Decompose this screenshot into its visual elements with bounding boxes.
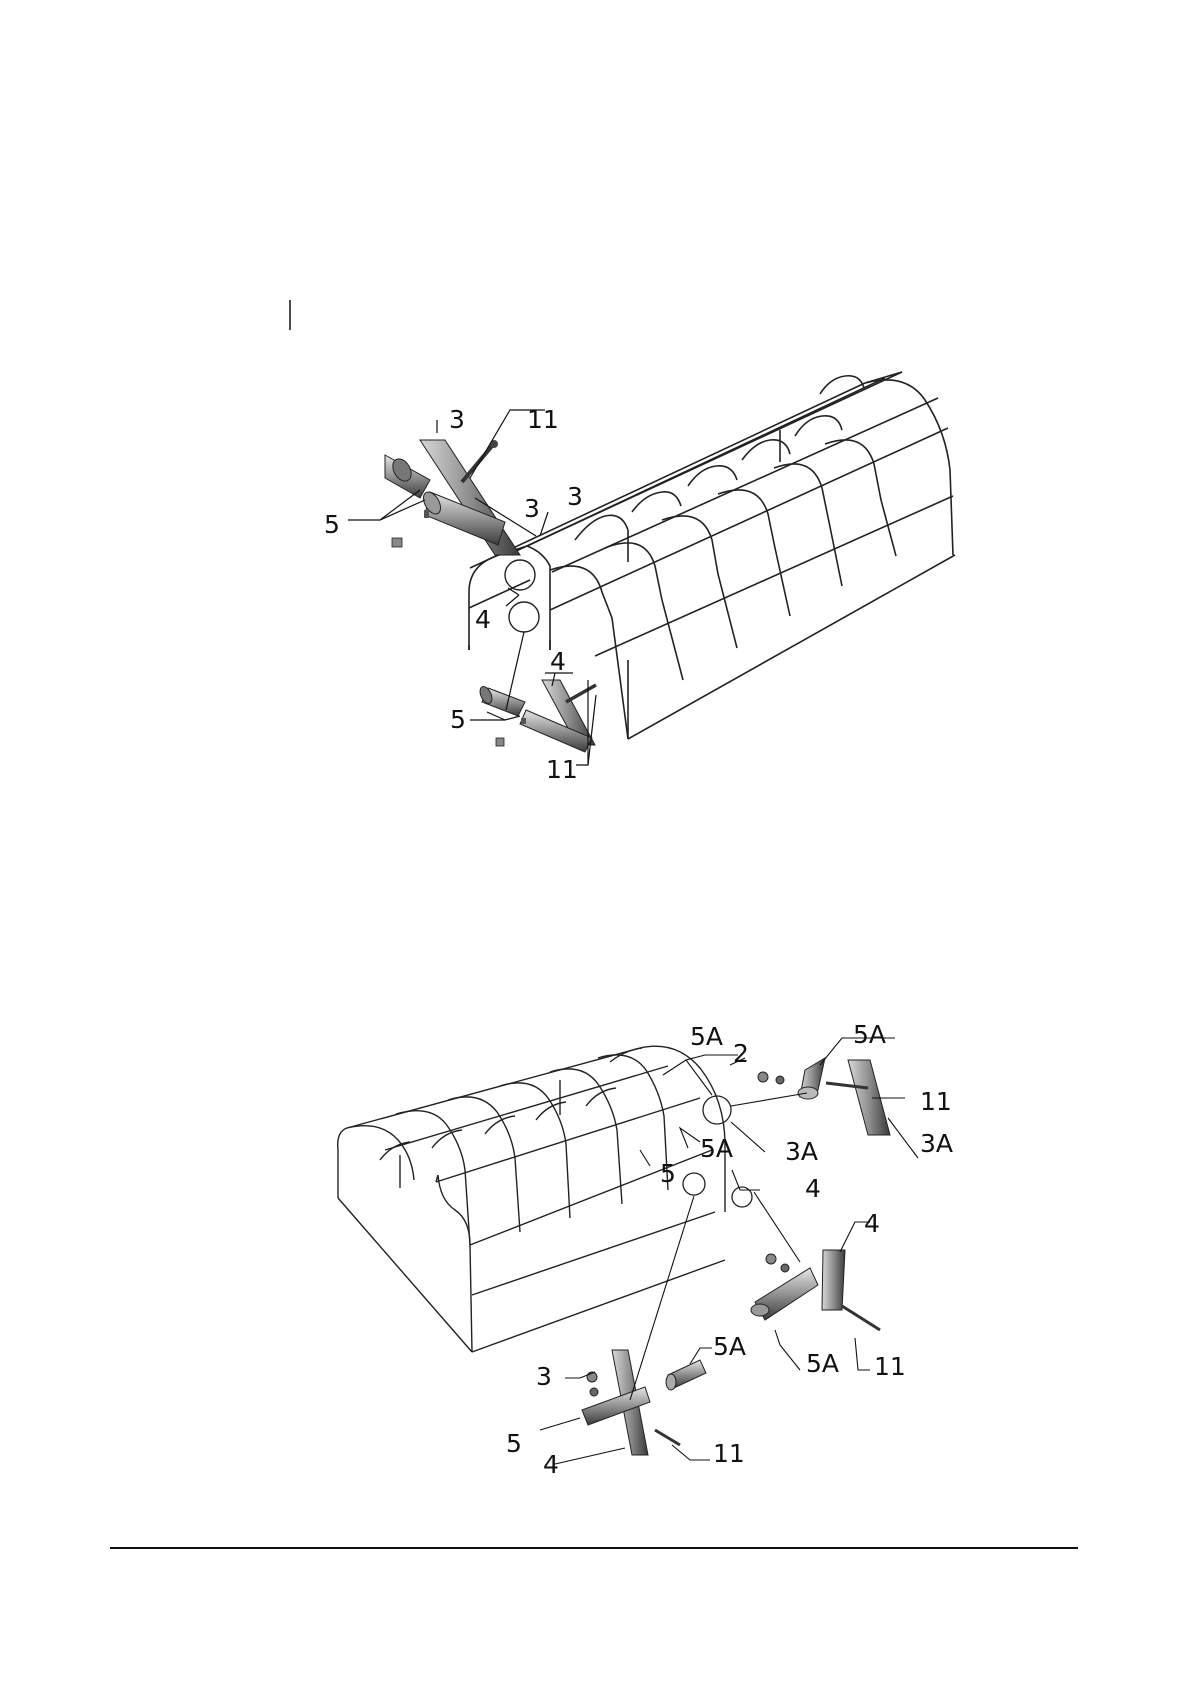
bottom-lower-left-detail	[540, 1196, 712, 1464]
callout-4-low: 4	[543, 1450, 559, 1479]
callout-5a-sleeve: 5A	[713, 1332, 746, 1361]
callout-3-low: 3	[536, 1362, 552, 1391]
callout-5a-right-top: 5A	[853, 1020, 886, 1049]
detail-circle-upper	[505, 560, 535, 590]
callout-5-mid: 5	[660, 1159, 676, 1188]
callout-11-low: 11	[713, 1439, 745, 1468]
callout-11-right: 11	[920, 1087, 952, 1116]
bottom-callouts: 5A 2 5A 11 3A 5A 3A 5 4 4 5A 5A 11 3 5 4…	[506, 1020, 953, 1479]
callout-3a-mid: 3A	[785, 1137, 818, 1166]
callout-2: 2	[733, 1039, 749, 1068]
callout-3a-right: 3A	[920, 1129, 953, 1158]
callout-4-mid: 4	[805, 1174, 821, 1203]
top-assembly-diagram: 3 11 3 3 5 4 4 5 11	[324, 372, 955, 784]
callout-3-right: 3	[567, 482, 583, 511]
callout-5-low: 5	[506, 1429, 522, 1458]
callout-4-right-low: 4	[864, 1209, 880, 1238]
callout-3-top: 3	[449, 405, 465, 434]
callout-3-mid: 3	[524, 494, 540, 523]
callout-4-mid: 4	[475, 605, 491, 634]
detail-circle-mid	[683, 1173, 705, 1195]
callout-5a-top: 5A	[690, 1022, 723, 1051]
callout-4-low: 4	[550, 647, 566, 676]
bottom-frame-structure	[338, 1046, 725, 1352]
callout-11-low-right: 11	[874, 1352, 906, 1381]
callout-5-low: 5	[450, 705, 466, 734]
bottom-assembly-diagram: 5A 2 5A 11 3A 5A 3A 5 4 4 5A 5A 11 3 5 4…	[338, 1020, 953, 1479]
detail-circle-lower	[509, 602, 539, 632]
callout-5a-low: 5A	[806, 1349, 839, 1378]
callout-11-low: 11	[546, 755, 578, 784]
callout-5a-mid: 5A	[700, 1134, 733, 1163]
bottom-lower-right-detail	[751, 1192, 880, 1370]
top-upper-detail	[348, 410, 548, 606]
callout-11-top: 11	[527, 405, 559, 434]
callout-5-left: 5	[324, 510, 340, 539]
top-lower-detail	[470, 632, 596, 765]
